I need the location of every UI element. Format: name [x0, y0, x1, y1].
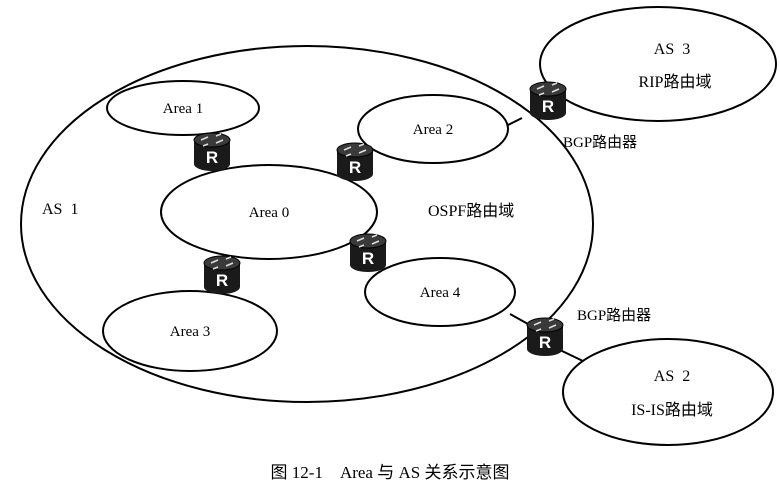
as1-label: AS 1: [42, 201, 78, 218]
ospf-domain-label: OSPF路由域: [428, 202, 514, 220]
bgp-router-icon: R: [526, 317, 564, 357]
bgp-router-icon: R: [529, 81, 567, 121]
area-2-label: Area 2: [413, 122, 453, 138]
svg-text:R: R: [206, 148, 218, 167]
area-2: [357, 94, 509, 164]
area-0: [160, 164, 378, 260]
area-0-label: Area 0: [249, 205, 289, 221]
area-1-label: Area 1: [163, 101, 203, 117]
link-as2: [509, 313, 529, 325]
router-icon: R: [203, 255, 241, 295]
area-3: [102, 290, 278, 372]
router-icon: R: [193, 132, 231, 172]
svg-text:R: R: [362, 249, 374, 268]
as3-boundary: [539, 6, 777, 122]
as2-name: AS 2: [654, 368, 690, 385]
link-as2-b: [559, 349, 586, 363]
as3-name: AS 3: [654, 41, 690, 58]
as3-domain: RIP路由域: [639, 73, 712, 91]
router-icon: R: [336, 142, 374, 182]
svg-text:R: R: [349, 158, 361, 177]
figure-caption: 图 12-1 Area 与 AS 关系示意图: [271, 463, 510, 482]
svg-text:R: R: [542, 97, 554, 116]
bgp-router-label-top: BGP路由器: [563, 134, 637, 151]
as1-boundary: [20, 45, 594, 403]
area-3-label: Area 3: [170, 324, 210, 340]
area-4: [364, 257, 516, 327]
area-1: [106, 80, 260, 136]
router-icon: R: [349, 233, 387, 273]
svg-text:R: R: [216, 271, 228, 290]
as2-boundary: [562, 338, 774, 446]
area-4-label: Area 4: [420, 285, 461, 301]
as2-domain: IS-IS路由域: [631, 401, 713, 419]
bgp-router-label-bottom: BGP路由器: [577, 307, 651, 324]
svg-text:R: R: [539, 333, 551, 352]
